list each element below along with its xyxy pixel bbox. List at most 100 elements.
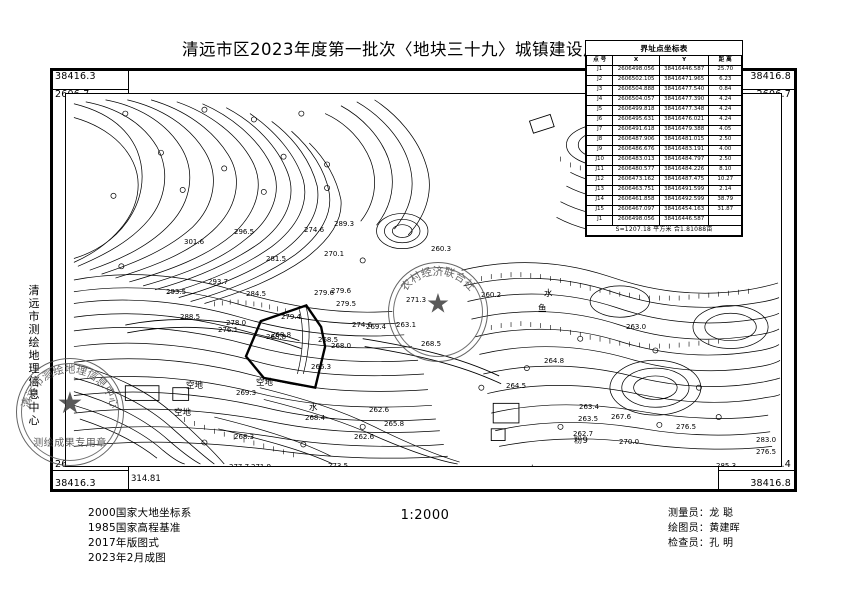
- page-title: 清远市区2023年度第一批次〈地块三十九〉城镇建设用地平面图: [182, 40, 668, 59]
- col-header-y: Y: [658, 54, 710, 66]
- coordinate-table-summary-row: S=1207.18 平方米 合1.81088亩: [586, 224, 742, 236]
- elevation-label: 262.7: [573, 430, 594, 438]
- elevation-label: 279.6: [314, 289, 335, 297]
- y-value: 38416454.163: [658, 204, 710, 216]
- x-value: 2606498.056: [612, 64, 660, 76]
- elevation-label: 260.3: [431, 245, 452, 253]
- coordinate-table-title: 界址点坐标表: [640, 43, 688, 53]
- elevation-label: 271.3: [406, 296, 427, 304]
- elevation-label: 263.0: [626, 323, 647, 331]
- elevation-label: 268.8: [266, 333, 287, 341]
- point-id: J4: [585, 94, 614, 106]
- elevation-label: 278.0: [226, 319, 247, 327]
- corner-coord-top-right-y: 38416.8: [750, 71, 791, 82]
- elevation-label: 263.4: [579, 403, 600, 411]
- y-value: 38416476.021: [658, 114, 710, 126]
- point-id: J7: [585, 124, 614, 136]
- point-id: J2: [585, 74, 614, 86]
- distance-value: 4.05: [708, 124, 742, 136]
- y-value: 38416481.015: [658, 134, 710, 146]
- point-id: J3: [585, 84, 614, 96]
- y-value: 38416491.599: [658, 184, 710, 196]
- elevation-label: 283.0: [756, 436, 777, 444]
- x-value: 2606463.751: [612, 184, 660, 196]
- y-value: 38416483.191: [658, 144, 710, 156]
- elevation-label: 276.5: [756, 448, 777, 456]
- distance-value: 38.79: [708, 194, 742, 206]
- landuse-label: 空地: [186, 381, 204, 391]
- y-value: 38416446.587: [658, 64, 710, 76]
- point-id: J6: [585, 114, 614, 126]
- point-id: J13: [585, 184, 614, 196]
- distance-value: 2.14: [708, 184, 742, 196]
- elevation-label: 264.8: [544, 357, 565, 365]
- x-value: 2606499.818: [612, 104, 660, 116]
- y-value: 38416477.390: [658, 94, 710, 106]
- vertical-char: 地: [28, 348, 40, 362]
- distance-value: 25.70: [708, 64, 742, 76]
- vertical-char: 测: [28, 322, 40, 336]
- landuse-label: 水: [528, 466, 537, 467]
- elevation-label: 268.5: [421, 340, 442, 348]
- elevation-label: 266.3: [311, 363, 332, 371]
- elevation-label: 262.6: [369, 406, 390, 414]
- corner-coord-bottom-right-y: 38416.8: [750, 478, 791, 489]
- vertical-char: 远: [28, 296, 40, 310]
- corner-coord-bottom-left-y: 38416.3: [55, 478, 96, 489]
- elevation-label: 269.3: [236, 389, 257, 397]
- elevation-label: 276.1: [218, 326, 239, 334]
- elevation-label: 268.5: [318, 336, 339, 344]
- x-value: 2606461.858: [612, 194, 660, 206]
- point-id: J9: [585, 144, 614, 156]
- distance-value: 2.50: [708, 134, 742, 146]
- frame-tick-h-tl: [53, 89, 128, 91]
- footer-note-line: 2000国家大地坐标系: [88, 507, 192, 519]
- footer-credits: 测量员：龙 聪绘图员：黄建晖检查员：孔 明: [668, 506, 740, 551]
- elevation-label: 274.6: [304, 226, 325, 234]
- frame-tick-h-bl: [53, 469, 128, 471]
- footer-note-line: 2017年版图式: [88, 536, 160, 549]
- point-id: J11: [585, 164, 614, 176]
- vertical-char: 息: [28, 387, 40, 401]
- elevation-label: 296.5: [234, 228, 255, 236]
- distance-value: 0.84: [708, 84, 742, 96]
- x-value: 2606504.888: [612, 84, 660, 96]
- elevation-label: 270.0: [619, 438, 640, 446]
- landuse-label: 粉9: [574, 436, 588, 446]
- y-value: 38416484.226: [658, 164, 710, 176]
- x-value: 2606504.057: [612, 94, 660, 106]
- vertical-char: 绘: [28, 335, 40, 349]
- elevation-label: 263.5: [578, 415, 599, 423]
- vertical-char: 心: [28, 413, 40, 427]
- credit-row: 检查员：孔 明: [668, 538, 734, 549]
- area-summary: S=1207.18 平方米 合1.81088亩: [586, 224, 742, 236]
- distance-value: 6.23: [708, 74, 742, 86]
- frame-tick-bottom-left: [128, 467, 130, 489]
- y-value: 38416479.388: [658, 124, 710, 136]
- landuse-label: 空地: [174, 408, 192, 418]
- elevation-label: 277.7: [229, 463, 250, 467]
- elevation-label: 279.6: [331, 287, 352, 295]
- x-value: 2606487.906: [612, 134, 660, 146]
- col-header-distance: 距 离: [708, 54, 742, 66]
- vertical-char: 中: [28, 400, 40, 414]
- corner-coord-top-left-y: 38416.3: [55, 71, 96, 82]
- frame-tick-top-left: [128, 71, 130, 93]
- elevation-label: 274.6: [352, 321, 373, 329]
- landuse-label: 鱼: [538, 304, 547, 314]
- elevation-label: 276.5: [676, 423, 697, 431]
- parcel-boundary: [244, 304, 327, 390]
- distance-value: 31.87: [708, 204, 742, 216]
- elevation-label: 270.1: [324, 250, 345, 258]
